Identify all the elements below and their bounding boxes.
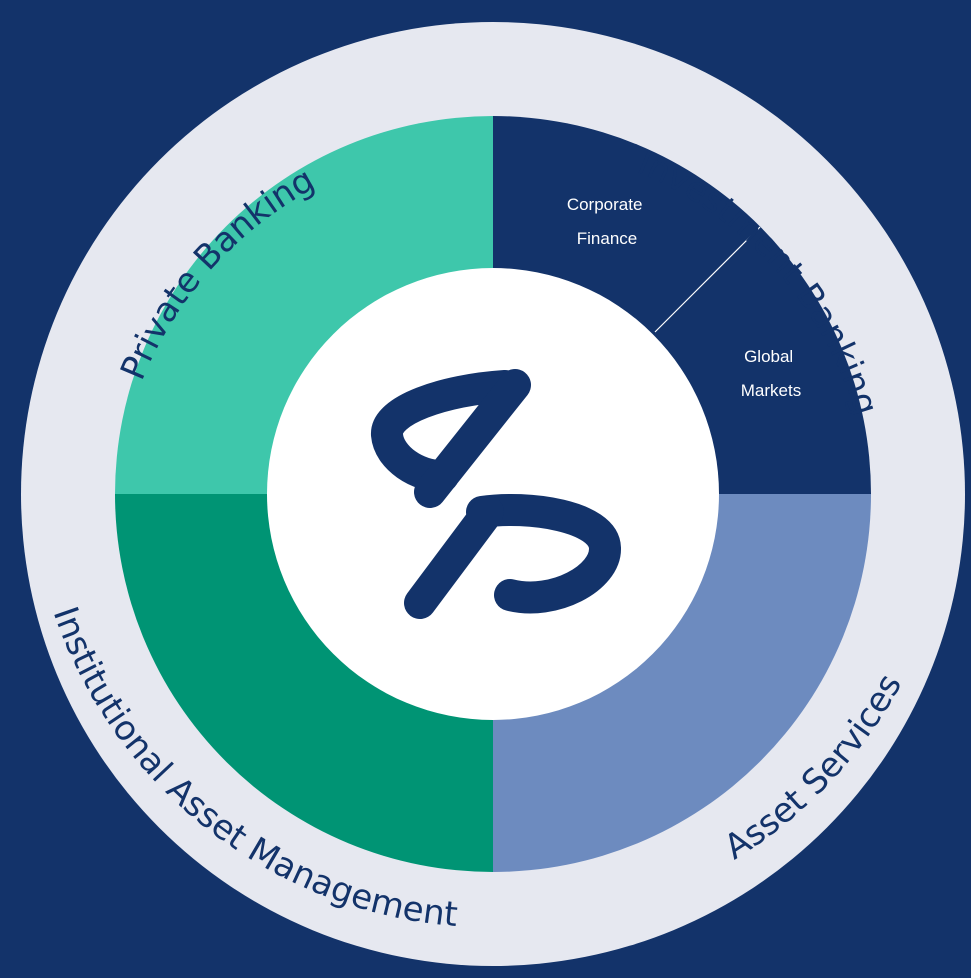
investment-banking-divider [654,226,761,333]
percent-logo-icon [371,369,621,619]
global-markets-label: Global Markets [741,347,801,400]
corporate-finance-label: Corporate Finance [567,195,647,248]
center-circle [267,268,719,720]
